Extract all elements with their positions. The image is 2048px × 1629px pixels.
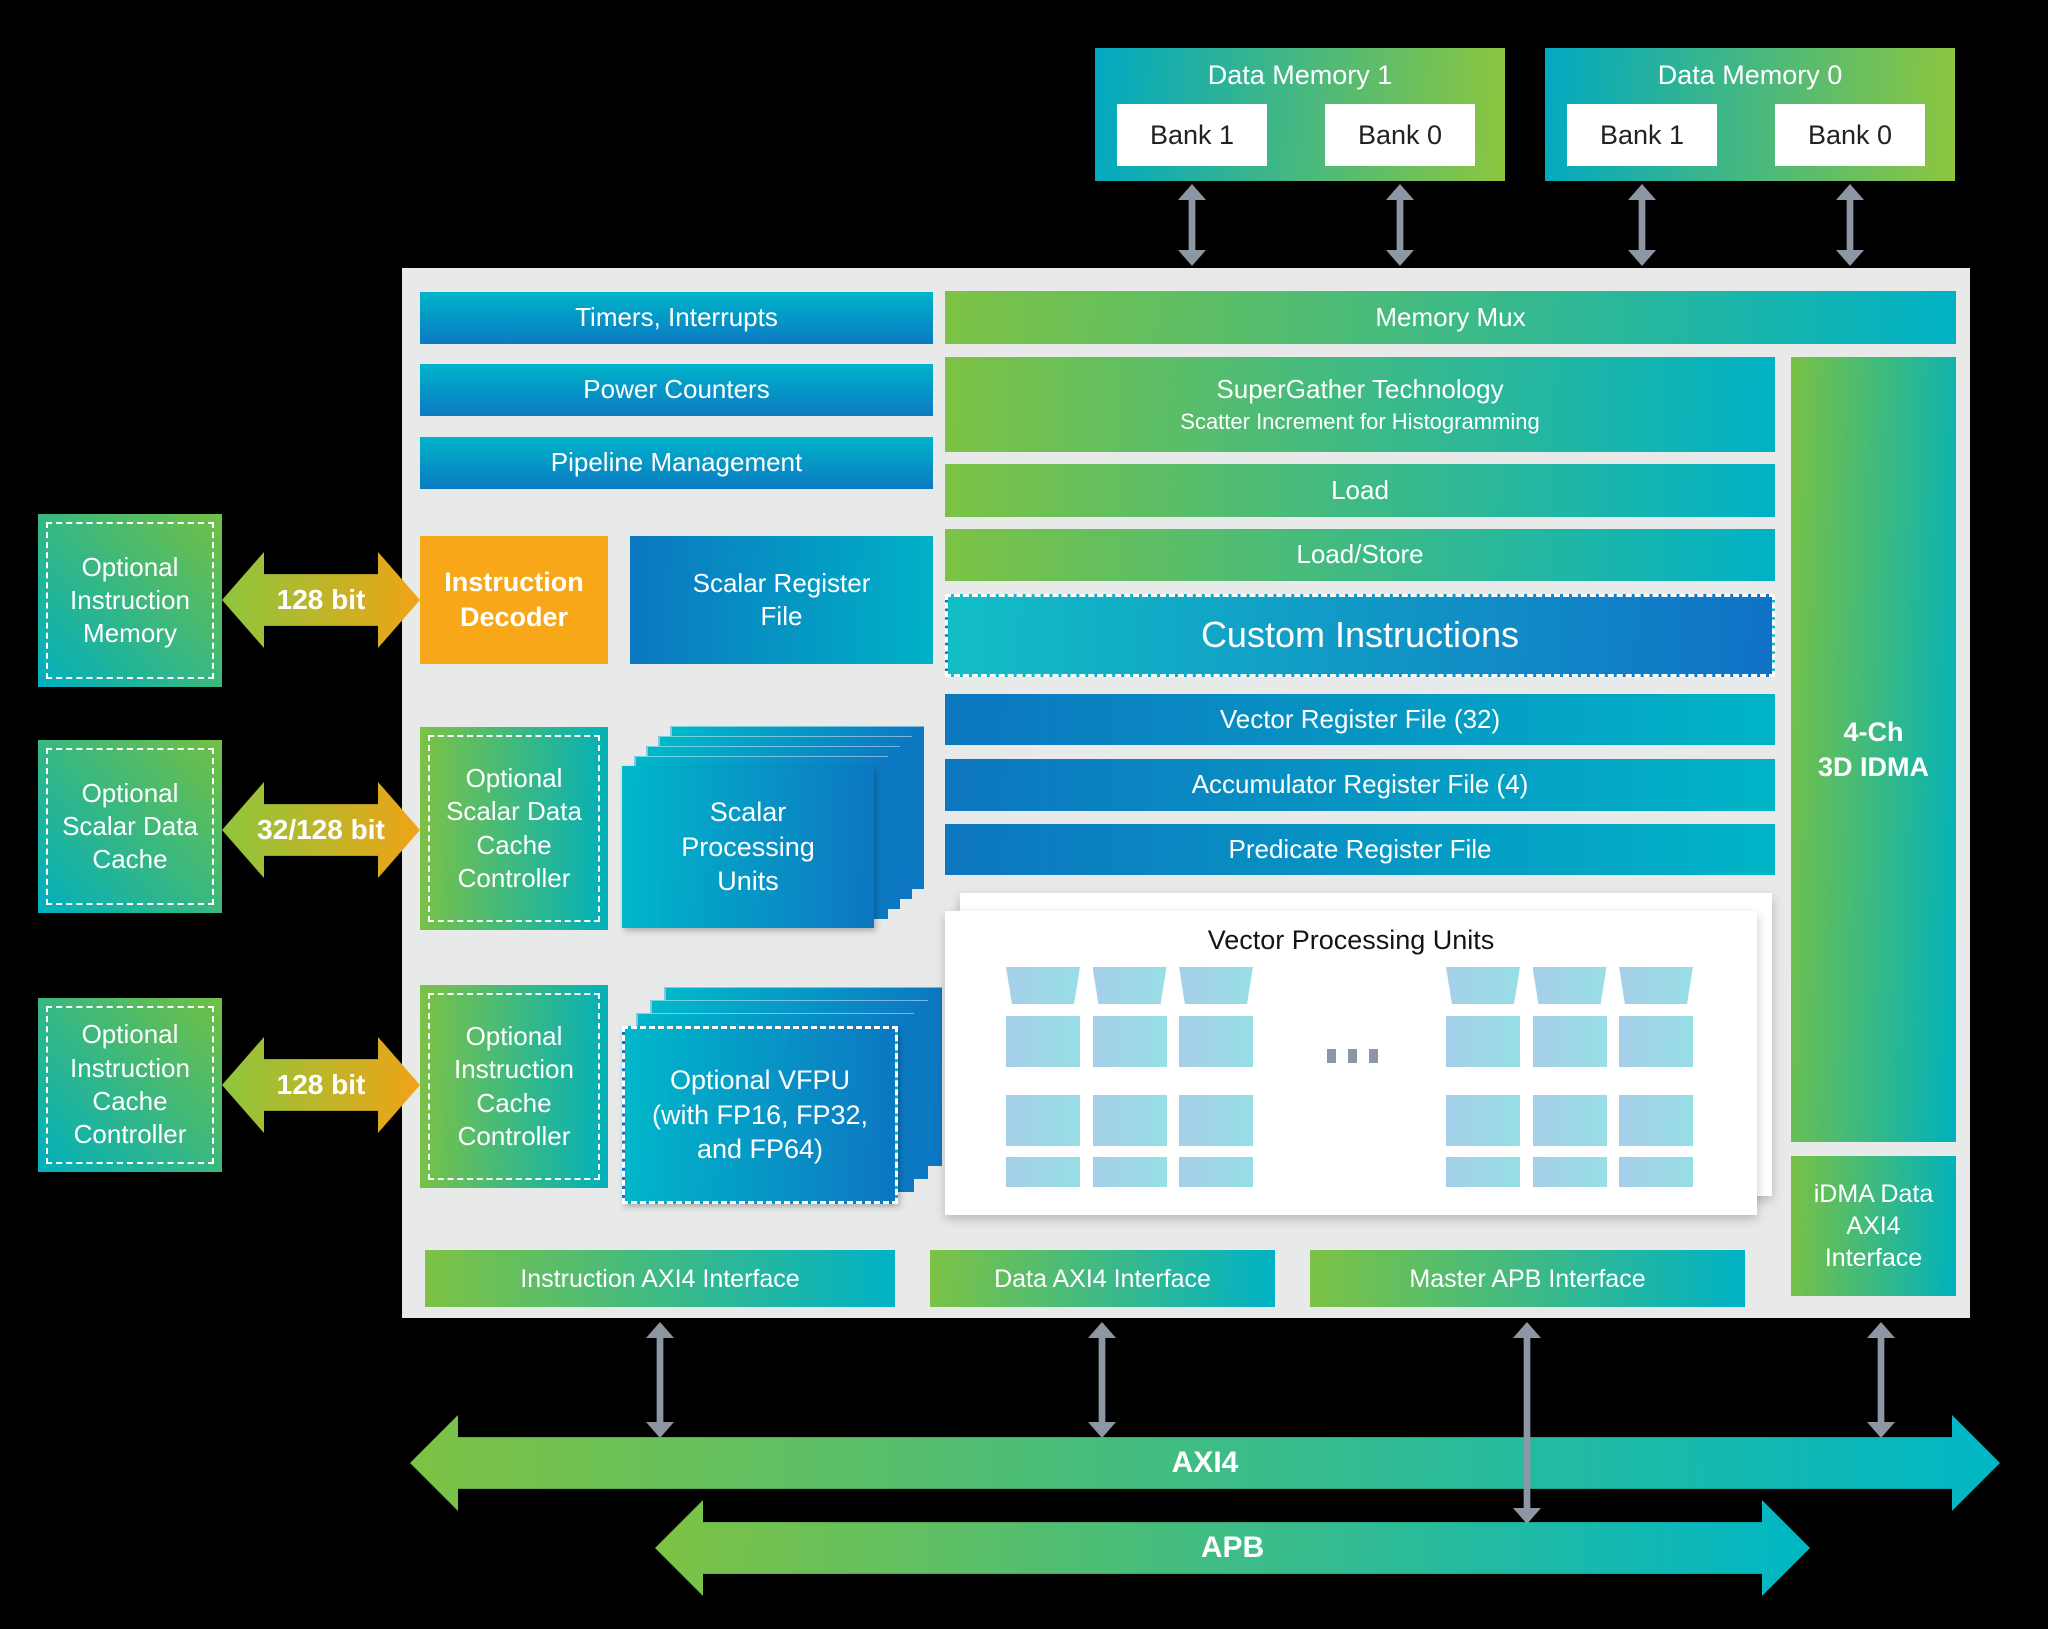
128-bit-bus-arrow: 128 bit: [222, 1037, 420, 1133]
accumulator-register-file-block: Accumulator Register File (4): [945, 759, 1775, 811]
processing-element-icon: [1006, 1157, 1080, 1187]
processing-element-icon: [1092, 1095, 1167, 1146]
processing-element-icon: [1532, 1016, 1607, 1067]
idma-4ch-label: 4-Ch: [1843, 716, 1904, 747]
predicate-register-file-block: Predicate Register File: [945, 824, 1775, 875]
vector-processing-units-title: Vector Processing Units: [1207, 925, 1495, 955]
load-block: Load: [945, 464, 1775, 517]
32-128-bit-bus-arrow: 32/128 bit: [222, 782, 420, 878]
data-memory-0-bank-0: Bank 0: [1775, 104, 1925, 166]
processing-element-icon: [1446, 967, 1520, 1004]
processing-element-icon: [1092, 1157, 1167, 1187]
optional-instruction-cache-controller-block: Optional Instruction Cache Controller: [420, 985, 608, 1188]
bidirectional-arrow-icon: [1513, 1322, 1541, 1524]
axi4-bus-arrow: AXI4: [410, 1415, 2000, 1511]
bidirectional-arrow-icon: [1178, 184, 1206, 266]
pe-group: [1446, 911, 1693, 1215]
idma-4ch-3d-block: 4-Ch 3D IDMA: [1791, 357, 1956, 1142]
processing-element-icon: [1092, 967, 1167, 1004]
scalar-register-file-block: Scalar Register File: [630, 536, 933, 664]
memory-mux-block: Memory Mux: [945, 291, 1956, 344]
data-memory-1-bank-1: Bank 1: [1117, 104, 1267, 166]
processing-element-icon: [1532, 1095, 1607, 1146]
processing-element-icon: [1532, 1157, 1607, 1187]
bidirectional-arrow-icon: [1628, 184, 1656, 266]
bidirectional-arrow-icon: [1867, 1322, 1895, 1438]
processing-element-icon: [1179, 1157, 1253, 1187]
ellipsis-dots-icon: [1321, 1049, 1384, 1068]
bidirectional-arrow-icon: [646, 1322, 674, 1438]
power-counters-block: Power Counters: [420, 364, 933, 416]
processing-element-icon: [1006, 967, 1080, 1004]
master-apb-interface-block: Master APB Interface: [1310, 1250, 1745, 1307]
data-memory-0-title: Data Memory 0: [1657, 60, 1843, 90]
bidirectional-arrow-icon: [1836, 184, 1864, 266]
data-memory-1-title: Data Memory 1: [1207, 60, 1393, 90]
processing-element-icon: [1619, 967, 1693, 1004]
optional-scalar-data-cache-controller-block: Optional Scalar Data Cache Controller: [420, 727, 608, 930]
processing-element-icon: [1179, 1016, 1253, 1067]
supergather-title: SuperGather Technology: [1216, 373, 1504, 404]
processing-element-icon: [1179, 967, 1253, 1004]
processing-element-icon: [1532, 967, 1607, 1004]
processing-element-icon: [1006, 1095, 1080, 1146]
instruction-axi4-interface-block: Instruction AXI4 Interface: [425, 1250, 895, 1307]
instruction-decoder-block: Instruction Decoder: [420, 536, 608, 664]
processing-element-icon: [1619, 1016, 1693, 1067]
processing-element-icon: [1092, 1016, 1167, 1067]
data-memory-1-block: Data Memory 1 Bank 1 Bank 0: [1095, 48, 1505, 181]
idma-3d-label: 3D IDMA: [1817, 751, 1929, 782]
pipeline-management-block: Pipeline Management: [420, 437, 933, 489]
supergather-subtitle: Scatter Increment for Histogramming: [1180, 409, 1540, 435]
load-store-block: Load/Store: [945, 529, 1775, 581]
processing-element-icon: [1446, 1157, 1520, 1187]
optional-instruction-memory-block: Optional Instruction Memory: [38, 514, 222, 687]
vector-processing-units-panel: Vector Processing Units: [945, 911, 1757, 1215]
processing-element-icon: [1006, 1016, 1080, 1067]
optional-instruction-cache-controller-left-block: Optional Instruction Cache Controller: [38, 998, 222, 1172]
optional-vfpu-block: Optional VFPU (with FP16, FP32, and FP64…: [622, 1026, 898, 1204]
data-memory-0-block: Data Memory 0 Bank 1 Bank 0: [1545, 48, 1955, 181]
processing-element-icon: [1179, 1095, 1253, 1146]
data-memory-1-bank-0: Bank 0: [1325, 104, 1475, 166]
processing-element-icon: [1619, 1157, 1693, 1187]
supergather-block: SuperGather Technology Scatter Increment…: [945, 357, 1775, 452]
processing-element-icon: [1446, 1016, 1520, 1067]
optional-scalar-data-cache-block: Optional Scalar Data Cache: [38, 740, 222, 913]
custom-instructions-block: Custom Instructions: [945, 594, 1775, 677]
scalar-processing-units-block: Scalar Processing Units: [622, 766, 874, 928]
data-memory-0-bank-1: Bank 1: [1567, 104, 1717, 166]
processing-element-icon: [1619, 1095, 1693, 1146]
bidirectional-arrow-icon: [1088, 1322, 1116, 1438]
idma-data-axi4-interface-block: iDMA Data AXI4 Interface: [1791, 1156, 1956, 1296]
bidirectional-arrow-icon: [1386, 184, 1414, 266]
128-bit-bus-arrow: 128 bit: [222, 552, 420, 648]
data-axi4-interface-block: Data AXI4 Interface: [930, 1250, 1275, 1307]
pe-group: [1006, 911, 1253, 1215]
processing-element-icon: [1446, 1095, 1520, 1146]
vector-register-file-block: Vector Register File (32): [945, 694, 1775, 745]
apb-bus-arrow: APB: [655, 1500, 1810, 1596]
timers-interrupts-block: Timers, Interrupts: [420, 292, 933, 344]
